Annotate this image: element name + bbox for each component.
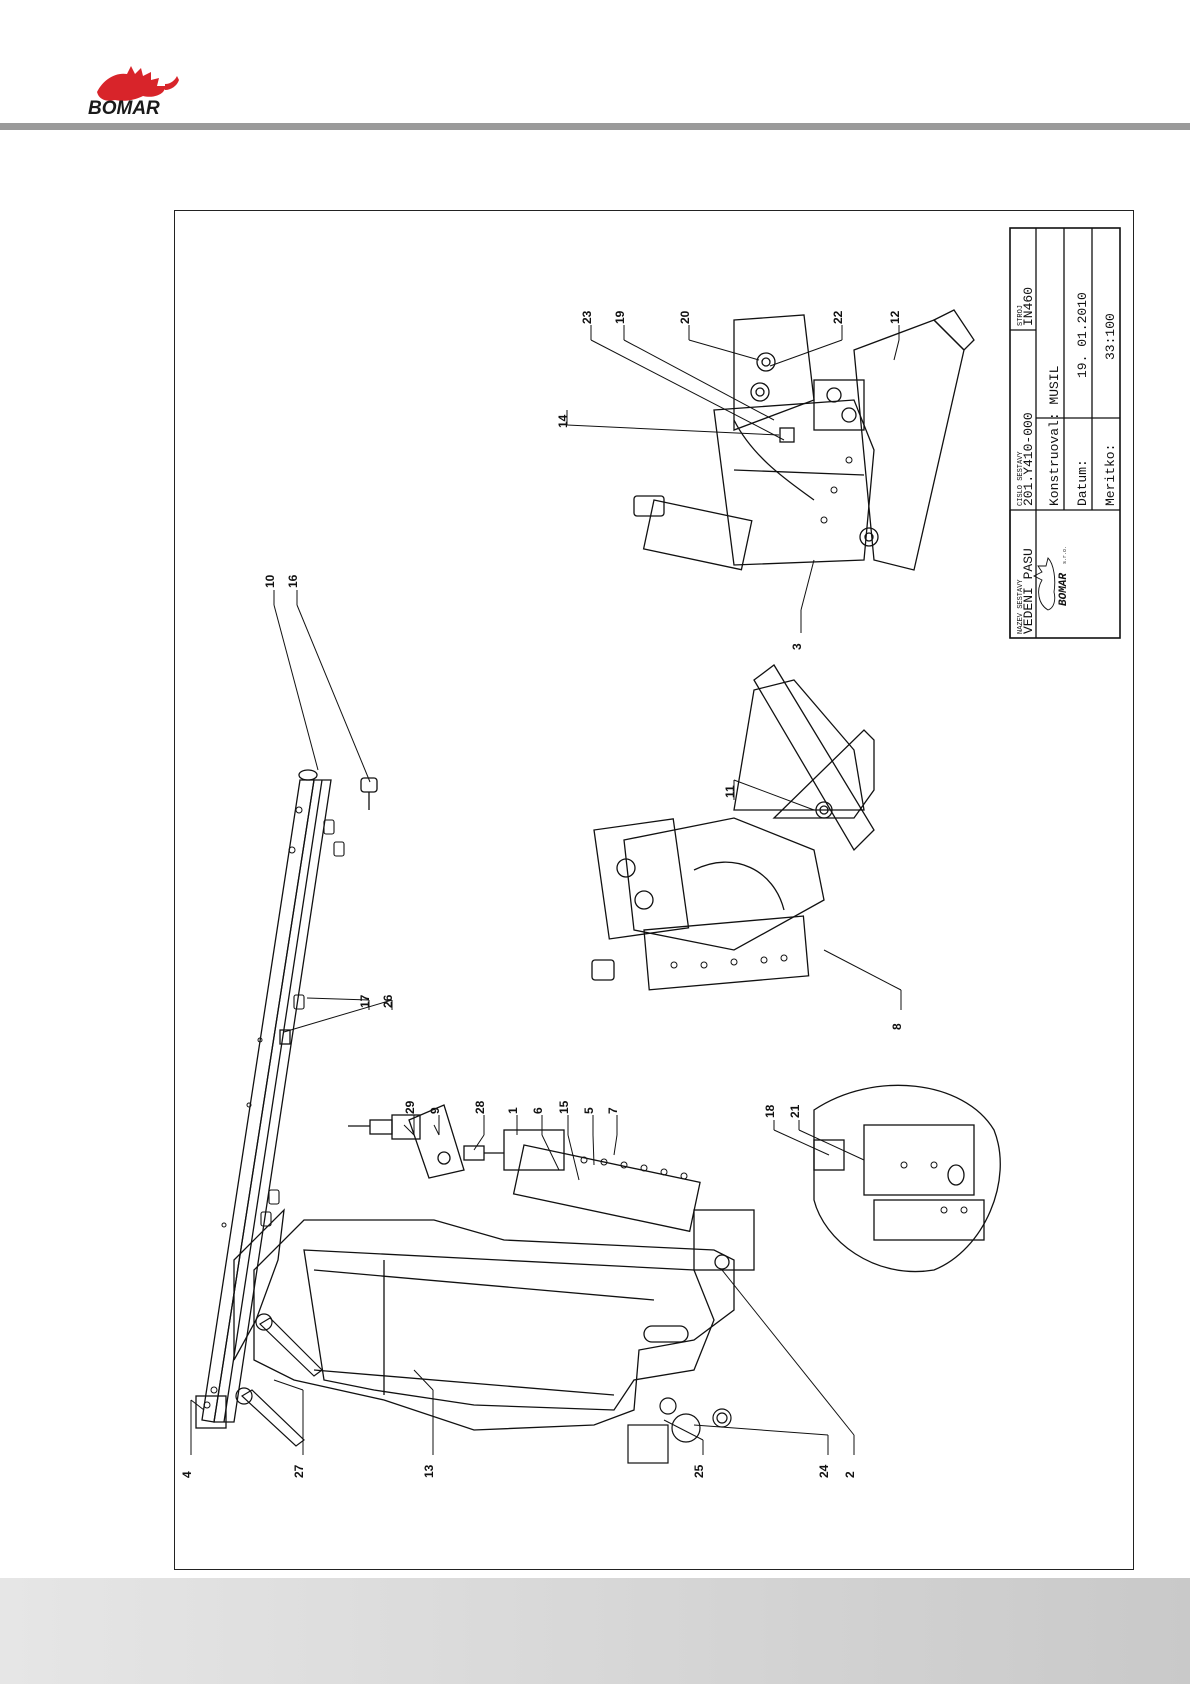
callout-28: 28: [473, 1100, 487, 1114]
callout-17: 17: [358, 994, 372, 1008]
callout-19: 19: [613, 310, 627, 324]
callout-24: 24: [817, 1464, 831, 1478]
callout-4: 4: [180, 1471, 194, 1478]
callout-15: 15: [557, 1100, 571, 1114]
main-assembly: [196, 770, 754, 1463]
title-scale-label: Meritko:: [1103, 444, 1118, 506]
title-block: NAZEV SESTAVY VEDENI PASU CISLO SESTAVY …: [1010, 228, 1120, 638]
callout-25: 25: [692, 1464, 706, 1478]
title-date-value: 19. 01.2010: [1075, 292, 1090, 378]
detail-view: [814, 1085, 1000, 1271]
svg-text:BOMAR: BOMAR: [1058, 573, 1070, 606]
title-number-value: 201.Y410-000: [1021, 412, 1036, 506]
callout-18: 18: [763, 1104, 777, 1118]
callout-26: 26: [381, 994, 395, 1008]
title-machine-value: IN460: [1021, 287, 1036, 326]
middle-assembly: [592, 665, 874, 990]
callout-27: 27: [292, 1464, 306, 1478]
callout-22: 22: [831, 310, 845, 324]
callout-16: 16: [286, 574, 300, 588]
callout-7: 7: [606, 1107, 620, 1114]
callout-29: 29: [403, 1100, 417, 1114]
callout-20: 20: [678, 310, 692, 324]
svg-text:s.r.o.: s.r.o.: [1062, 546, 1068, 564]
callout-11: 11: [723, 785, 737, 798]
page-footer-band: [0, 1578, 1190, 1684]
technical-drawing: NAZEV SESTAVY VEDENI PASU CISLO SESTAVY …: [174, 210, 1134, 1570]
callout-23: 23: [580, 310, 594, 324]
header-rule: [0, 123, 1190, 130]
callout-10: 10: [263, 574, 277, 588]
logo-text: BOMAR: [88, 98, 160, 120]
callout-8: 8: [890, 1023, 904, 1030]
title-designer: Konstruoval: MUSIL: [1047, 366, 1062, 506]
callout-1: 1: [506, 1107, 520, 1114]
callout-21: 21: [788, 1104, 802, 1118]
callout-14: 14: [556, 414, 570, 428]
callout-2: 2: [843, 1471, 857, 1478]
title-scale-value: 33:100: [1103, 313, 1118, 360]
callout-5: 5: [582, 1107, 596, 1114]
callout-6: 6: [531, 1107, 545, 1114]
callout-12: 12: [888, 310, 902, 324]
title-name-value: VEDENI PASU: [1021, 548, 1036, 634]
right-assembly: [634, 310, 974, 570]
callout-9: 9: [428, 1107, 442, 1114]
callout-labels: 4 27 13 25 24 2 1 6 15 5 7 28 9 29 17 26…: [180, 310, 904, 1478]
title-date-label: Datum:: [1075, 459, 1090, 506]
callout-3: 3: [790, 643, 804, 650]
callout-13: 13: [422, 1464, 436, 1478]
title-block-logo: BOMAR s.r.o.: [1034, 546, 1070, 610]
